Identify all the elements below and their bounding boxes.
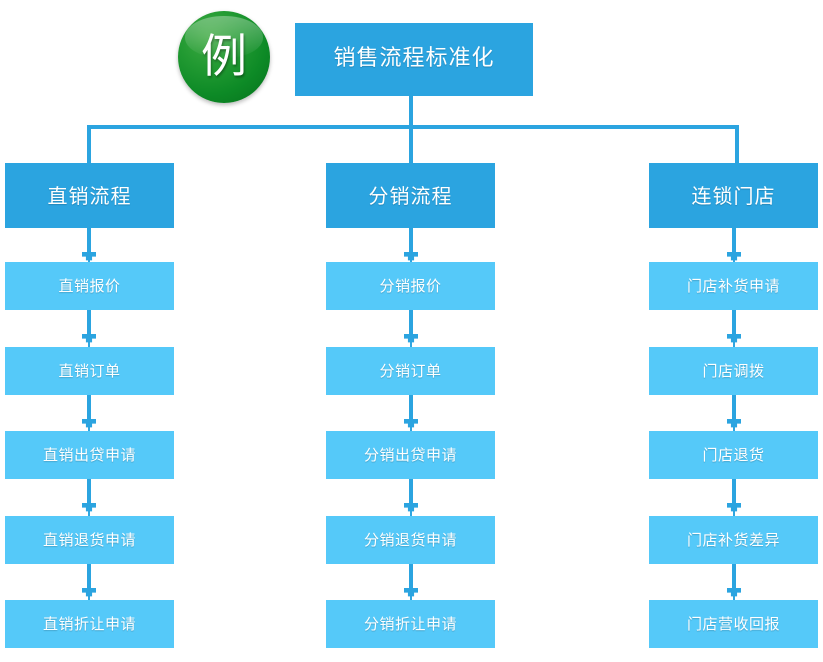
root-node-sales-process-standardization[interactable]: 销售流程标准化: [295, 23, 533, 96]
step-node-distribution-order[interactable]: 分销订单: [326, 347, 495, 395]
connector-root-stem: [409, 96, 413, 127]
step-node-label: 门店补货申请: [686, 277, 780, 295]
step-node-label: 分销折让申请: [363, 615, 457, 633]
example-badge-label: 例: [201, 29, 247, 83]
branch-node-chain-store[interactable]: 连锁门店: [649, 163, 818, 228]
connector-arrow: [82, 310, 96, 347]
connector-branch-drop-1: [87, 125, 91, 163]
step-node-store-revenue-report[interactable]: 门店营收回报: [649, 600, 818, 648]
connector-arrow: [727, 310, 741, 347]
step-node-label: 门店退货: [702, 446, 765, 464]
step-node-label: 直销折让申请: [42, 615, 136, 633]
step-node-distribution-delivery-request[interactable]: 分销出贷申请: [326, 431, 495, 479]
step-node-label: 分销报价: [379, 277, 442, 295]
step-node-distribution-quote[interactable]: 分销报价: [326, 262, 495, 310]
connector-branch-drop-3: [735, 125, 739, 163]
step-node-store-replenishment-request[interactable]: 门店补货申请: [649, 262, 818, 310]
step-node-direct-return-request[interactable]: 直销退货申请: [5, 516, 174, 564]
branch-node-distribution[interactable]: 分销流程: [326, 163, 495, 228]
connector-arrow: [404, 395, 418, 432]
step-node-store-return[interactable]: 门店退货: [649, 431, 818, 479]
step-node-label: 直销报价: [58, 277, 121, 295]
connector-arrow: [727, 228, 741, 265]
connector-horizontal-bus: [87, 125, 739, 129]
connector-arrow: [404, 564, 418, 601]
connector-arrow: [404, 228, 418, 265]
branch-node-label: 分销流程: [368, 183, 453, 208]
branch-node-label: 连锁门店: [691, 183, 776, 208]
step-node-direct-quote[interactable]: 直销报价: [5, 262, 174, 310]
step-node-distribution-return-request[interactable]: 分销退货申请: [326, 516, 495, 564]
step-node-store-transfer[interactable]: 门店调拨: [649, 347, 818, 395]
step-node-label: 门店补货差异: [686, 531, 780, 549]
connector-arrow: [82, 479, 96, 516]
connector-arrow: [82, 395, 96, 432]
connector-arrow: [404, 310, 418, 347]
connector-arrow: [82, 564, 96, 601]
step-node-direct-discount-request[interactable]: 直销折让申请: [5, 600, 174, 648]
step-node-store-replenishment-variance[interactable]: 门店补货差异: [649, 516, 818, 564]
branch-node-direct-sales[interactable]: 直销流程: [5, 163, 174, 228]
step-node-direct-delivery-request[interactable]: 直销出贷申请: [5, 431, 174, 479]
connector-arrow: [727, 479, 741, 516]
step-node-label: 分销退货申请: [363, 531, 457, 549]
step-node-label: 门店调拨: [702, 362, 765, 380]
connector-arrow: [404, 479, 418, 516]
step-node-label: 直销出贷申请: [42, 446, 136, 464]
connector-arrow: [727, 395, 741, 432]
connector-branch-drop-2: [409, 125, 413, 163]
step-node-distribution-discount-request[interactable]: 分销折让申请: [326, 600, 495, 648]
connector-arrow: [82, 228, 96, 265]
step-node-label: 门店营收回报: [686, 615, 780, 633]
example-badge-icon: 例: [178, 11, 270, 103]
step-node-direct-order[interactable]: 直销订单: [5, 347, 174, 395]
step-node-label: 分销订单: [379, 362, 442, 380]
connector-arrow: [727, 564, 741, 601]
branch-node-label: 直销流程: [47, 183, 132, 208]
step-node-label: 直销订单: [58, 362, 121, 380]
root-node-label: 销售流程标准化: [333, 46, 495, 72]
step-node-label: 分销出贷申请: [363, 446, 457, 464]
step-node-label: 直销退货申请: [42, 531, 136, 549]
